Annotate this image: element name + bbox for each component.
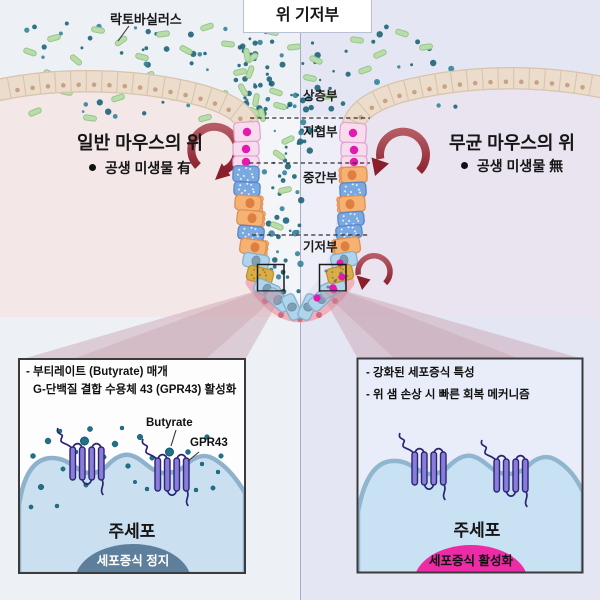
- stomach-wall-right: [342, 68, 600, 131]
- zone-dashed-lines: [249, 117, 370, 236]
- left-panel-border: [18, 358, 246, 574]
- beam-left: [19, 291, 284, 360]
- right-region-heading: 무균 마우스의 위: [449, 133, 575, 153]
- right-panel-line1: - 강화된 세포증식 특성: [366, 367, 475, 379]
- badge-stop-shape: [76, 544, 190, 572]
- left-panel-line2: G-단백질 결합 수용체 43 (GPR43) 활성화: [33, 384, 237, 396]
- zone-label-base: 기저부: [303, 240, 338, 254]
- butyrate-label: Butyrate: [146, 417, 193, 429]
- beam-left-core: [70, 291, 282, 360]
- wall-cells-right: [345, 68, 594, 130]
- gpr43-receptors: [56, 427, 529, 508]
- lactobacillus-pointer: [117, 25, 130, 42]
- recycle-arrow-small: [355, 253, 393, 290]
- butyrate-pointer: [170, 429, 177, 447]
- gpr43-pointer: [187, 451, 200, 462]
- gpr43-label: GPR43: [190, 437, 228, 449]
- badge-active-label: 세포증식 활성화: [429, 554, 513, 568]
- stomach-lumen-left: [0, 86, 300, 317]
- chief-cell-label-right: 주세포: [453, 521, 501, 540]
- bullet-icon: [88, 164, 96, 171]
- recycle-arrow-right: [371, 127, 430, 176]
- chief-cell-label-left: 주세포: [108, 522, 156, 541]
- badge-stop-label: 세포증식 정지: [96, 554, 170, 568]
- zone-label-upper: 상층부: [303, 89, 338, 103]
- right-panel-line2: - 위 샘 손상 시 빠른 회복 메커니즘: [366, 389, 530, 401]
- beam-right: [320, 291, 583, 359]
- zoom-box-left: [256, 263, 285, 292]
- left-panel-line1: - 부티레이트 (Butyrate) 매개: [26, 366, 168, 378]
- wall-cells-left: [6, 71, 257, 130]
- left-region-bullet: 공생 미생물 有: [30, 158, 250, 178]
- stomach-lumen-right: [300, 83, 600, 317]
- bullet-icon: [460, 162, 468, 169]
- page-title: 위 기저부: [243, 0, 372, 33]
- beam-right-core: [322, 291, 520, 359]
- lactobacillus-label: 락토바실러스: [110, 12, 182, 27]
- right-region-bullet: 공생 미생물 無: [402, 156, 600, 176]
- right-panel-border: [356, 357, 584, 574]
- zone-label-isthmus: 지협부: [303, 125, 338, 139]
- badge-active-shape: [416, 545, 526, 572]
- left-region-heading: 일반 마우스의 위: [77, 133, 203, 153]
- zone-label-middle: 중간부: [303, 171, 338, 185]
- zoom-box-right: [318, 263, 347, 292]
